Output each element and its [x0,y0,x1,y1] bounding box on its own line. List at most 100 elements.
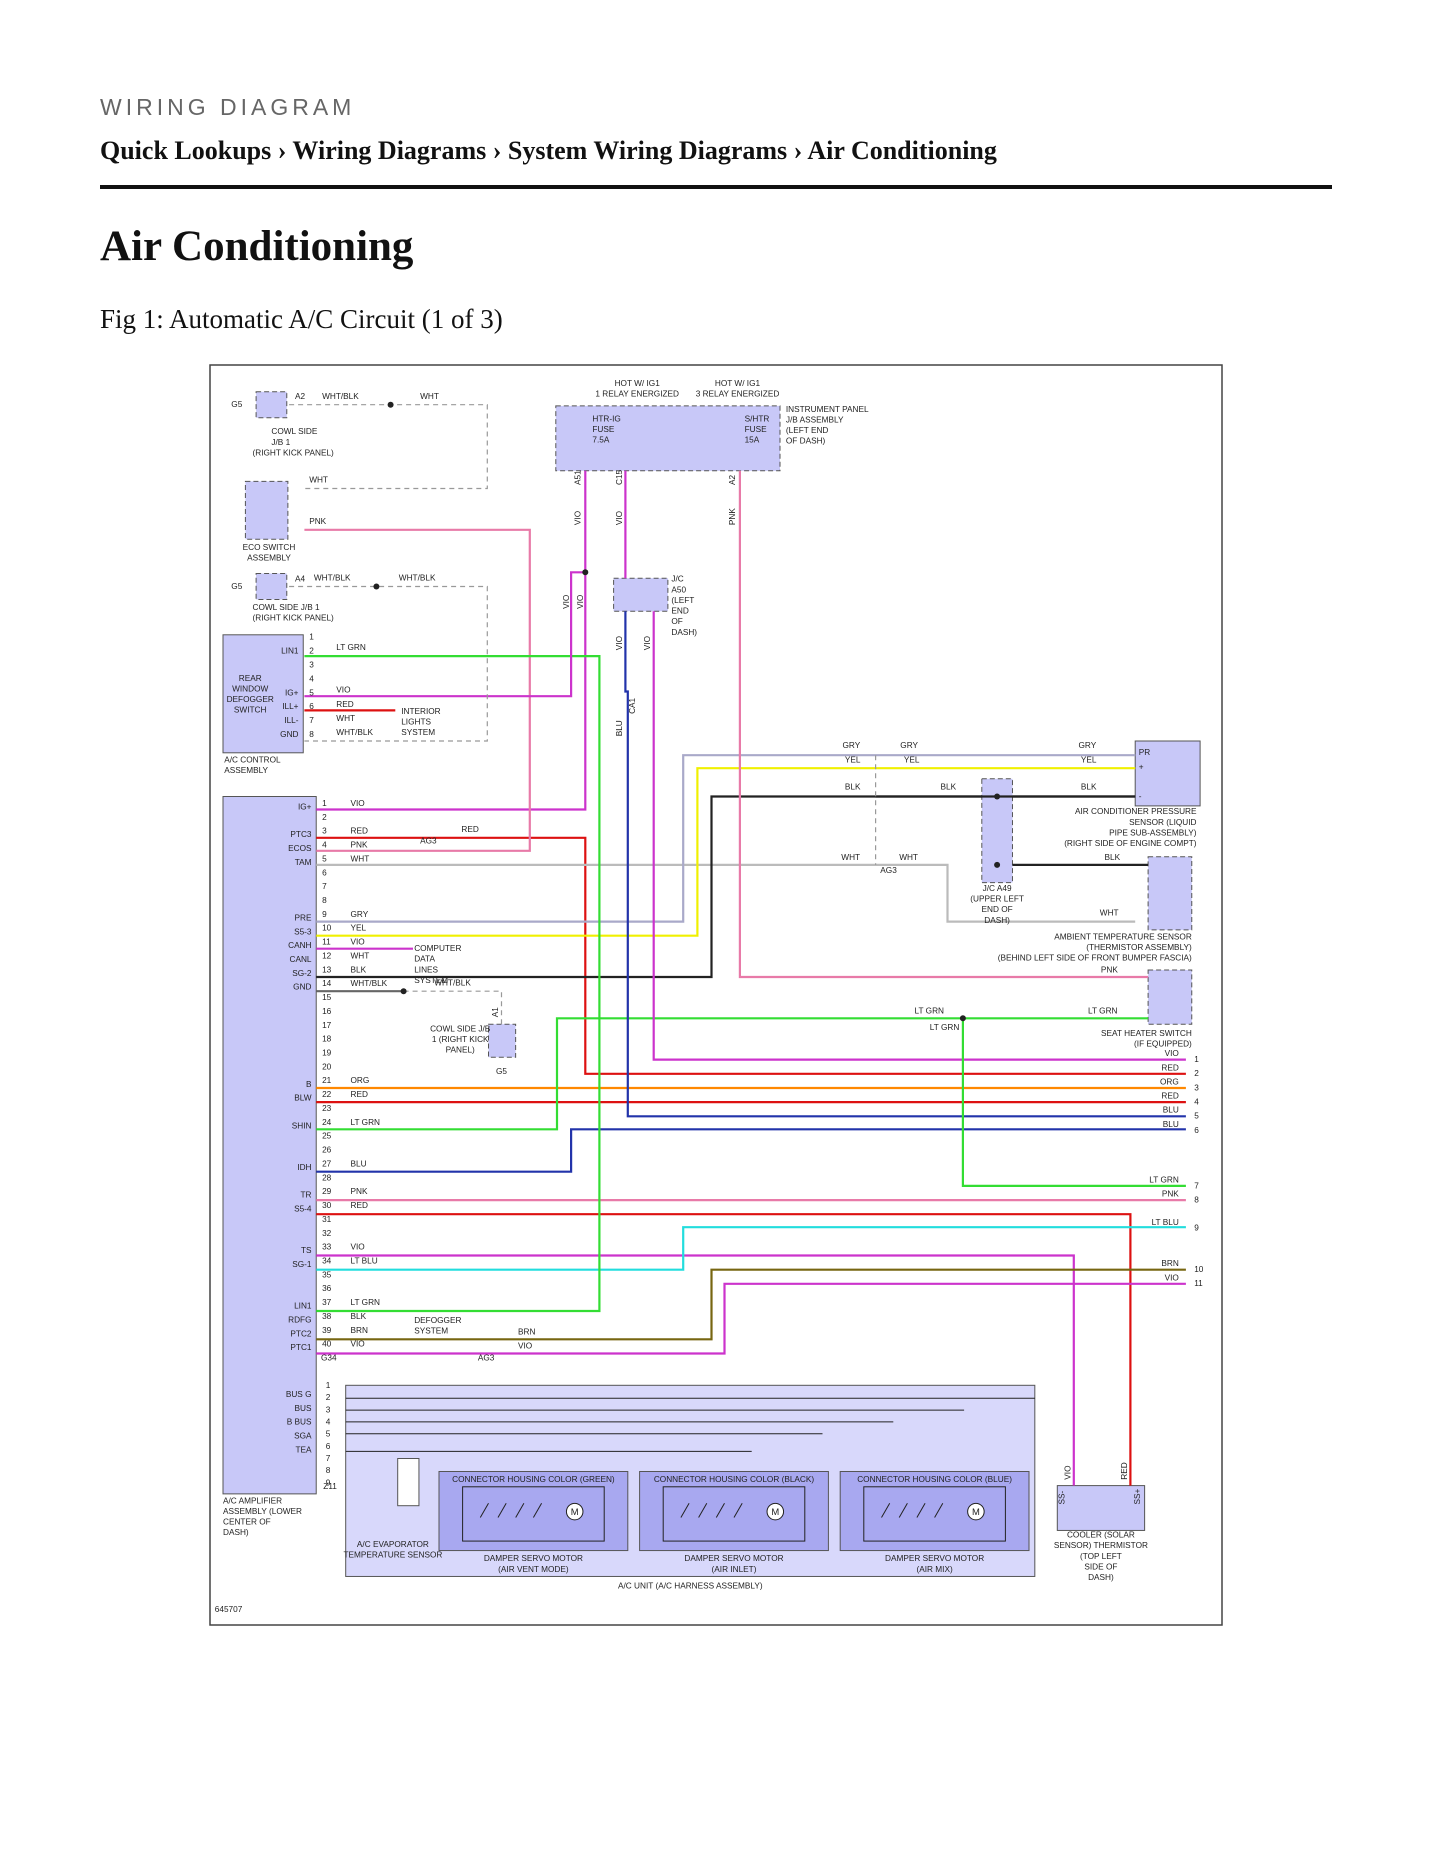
wire-label: YEL [351,924,367,933]
junction-dot [959,1015,966,1022]
cowl-jb-2-label: COWL SIDE J/B 1 [253,603,320,612]
motor-icon [967,1502,985,1521]
pin-label: S5-4 [294,1205,312,1214]
wire-label: VIO [351,799,366,808]
pin-label: BLW [294,1094,311,1103]
ac-pressure-label: PIPE SUB-ASSEMBLY) [1109,828,1197,837]
cowl-jb-top-box [255,391,288,419]
wire-pnk-ecos [304,528,531,852]
ground-g5-label: G5 [496,1067,507,1076]
pin-number: 17 [322,1021,332,1030]
pin-number: 3 [309,660,314,669]
wire-label: VIO [351,938,366,947]
cooler-label: COOLER (SOLAR [1067,1531,1135,1540]
wire-label: PNK [351,841,368,850]
pin-label: PR [1139,748,1151,757]
servo-vent-label: (AIR VENT MODE) [498,1565,569,1574]
wire-label: LT BLU [351,1257,378,1266]
servo-inner-frame [863,1486,1006,1542]
continuation-number: 8 [1194,1195,1199,1204]
hot-ig1-3-label: HOT W/ IG1 [715,379,761,388]
cowl-jb-top-label: (RIGHT KICK PANEL) [253,449,335,458]
switch-contact [532,1503,543,1518]
pin-number: 4 [322,841,327,850]
wire-label: WHT [899,853,918,862]
ground-g5-label: G5 [231,582,242,591]
shtr-fuse-label: FUSE [745,425,768,434]
housing-blue-label: CONNECTOR HOUSING COLOR (BLUE) [857,1475,1012,1484]
cowl-jb-3-label: PANEL) [446,1046,475,1055]
cooler-label: SENSOR) THERMISTOR [1054,1541,1148,1550]
connector-label: A2 [295,392,306,401]
continuation-number: 5 [1194,1112,1199,1121]
wire-label: WHT [1100,909,1119,918]
wire-label: WHT/BLK [314,574,351,583]
wire-label: RED [1120,1462,1129,1479]
wire-label: RED [351,827,368,836]
switch-contact [733,1503,743,1518]
ambient-sensor-box [1147,856,1193,931]
pin-number: 1 [309,633,314,642]
motor-icon [565,1502,584,1521]
pin-number: 7 [322,882,327,891]
pin-number: 12 [322,952,332,961]
cowl-jb-top-label: J/B 1 [271,438,290,447]
wire-ltgrn-lin1 [304,655,601,1313]
wire-yel-s53 [316,767,1136,937]
pin-label: S5-3 [294,927,312,936]
pin-number: 1 [326,1381,331,1390]
jc-a49-label: J/C A49 [983,884,1012,893]
switch-contact [497,1503,507,1518]
pin-number: 24 [322,1118,332,1127]
rear-defogger-label: DEFOGGER [227,695,274,704]
wire-label: VIO [615,510,624,525]
connector-label: G34 [321,1354,337,1363]
wire-ltgrn-7 [961,1018,1186,1188]
wire-label: BRN [518,1328,535,1337]
ac-amplifier-label: ASSEMBLY (LOWER [223,1507,302,1516]
pin-label: BUS [295,1404,312,1413]
wire-red-ptc3 [316,836,1186,1075]
ac-pressure-box [1134,740,1201,807]
instrument-jb-label: OF DASH) [786,437,826,446]
pin-label: CANL [289,955,311,964]
pin-label: SG-1 [292,1260,312,1269]
jc-a50-box [613,577,669,612]
continuation-number: 3 [1194,1083,1199,1092]
computer-data-label: COMPUTER [414,944,461,953]
pin-number: 8 [326,1466,331,1475]
wire-label: YEL [904,755,920,764]
wire-label: VIO [351,1340,366,1349]
connector-label: A51 [574,470,583,485]
wire-label: YEL [845,755,861,764]
cowl-jb-3-box [488,1023,517,1058]
junction-dot [582,569,589,576]
pin-label: GND [293,983,311,992]
connector-label: CA1 [628,697,637,713]
pin-number: 33 [322,1243,332,1252]
pin-label: RDFG [288,1316,311,1325]
switch-contact [898,1503,908,1518]
cowl-jb-2-label: (RIGHT KICK PANEL) [253,614,335,623]
wire-label: YEL [1081,755,1097,764]
wire-label: BLK [351,965,367,974]
pin-number: 36 [322,1284,332,1293]
pin-number: 29 [322,1187,332,1196]
interior-lights-label: SYSTEM [401,728,435,737]
wire-vio-igplus [304,571,586,698]
cooler-label: SIDE OF [1084,1562,1117,1571]
header-divider [100,185,1332,189]
wire-vio-ts [316,1254,1075,1486]
pin-label: LIN1 [294,1302,312,1311]
wire-label: WHT/BLK [322,392,359,401]
switch-contact [715,1503,725,1518]
pin-number: 2 [326,1393,331,1402]
cowl-jb-top-label: COWL SIDE [271,427,317,436]
wire-ltgrn-shin [316,1017,1149,1131]
breadcrumb[interactable]: Quick Lookups › Wiring Diagrams › System… [100,136,997,165]
pin-label: CANH [288,941,311,950]
jc-a50-label: DASH) [671,628,697,637]
instrument-jb-label: INSTRUMENT PANEL [786,405,869,414]
jc-a49-label: END OF [982,905,1013,914]
pin-label: TS [301,1246,312,1255]
